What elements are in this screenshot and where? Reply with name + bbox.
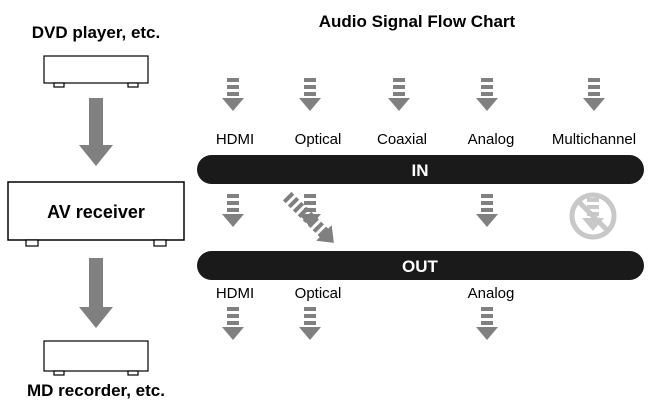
input-arrow-optical [299, 78, 321, 111]
coaxial-to-optical-arrow [282, 191, 334, 243]
chart-title: Audio Signal Flow Chart [319, 12, 516, 31]
output-arrow-optical [299, 307, 321, 340]
destination-device-label: MD recorder, etc. [27, 381, 165, 400]
source-device-label: DVD player, etc. [32, 23, 161, 42]
av-receiver-label: AV receiver [47, 202, 145, 222]
input-label-multichannel: Multichannel [552, 131, 636, 148]
pass-arrow-optical [299, 194, 321, 227]
input-arrow-analog [476, 78, 498, 111]
no-output-icon [569, 192, 617, 240]
input-label-hdmi: HDMI [216, 131, 254, 148]
output-label-hdmi: HDMI [216, 285, 254, 302]
input-arrow-coaxial [388, 78, 410, 111]
in-bar: IN [197, 155, 644, 184]
input-arrow-hdmi [222, 78, 244, 111]
out-bar: OUT [197, 251, 644, 280]
input-label-optical: Optical [295, 131, 342, 148]
input-label-coaxial: Coaxial [377, 131, 427, 148]
flow-arrow-to-receiver [79, 98, 113, 166]
av-receiver-box: AV receiver [7, 181, 185, 247]
pass-arrow-hdmi [222, 194, 244, 227]
in-bar-label: IN [412, 161, 429, 180]
output-arrow-hdmi [222, 307, 244, 340]
output-label-optical: Optical [295, 285, 342, 302]
md-recorder-icon [43, 340, 149, 376]
input-label-analog: Analog [468, 131, 515, 148]
output-label-analog: Analog [468, 285, 515, 302]
output-arrow-analog [476, 307, 498, 340]
flow-arrow-to-recorder [79, 258, 113, 328]
out-bar-label: OUT [402, 257, 439, 276]
dvd-player-icon [43, 55, 149, 88]
pass-arrow-analog [476, 194, 498, 227]
input-arrow-multichannel [583, 78, 605, 111]
